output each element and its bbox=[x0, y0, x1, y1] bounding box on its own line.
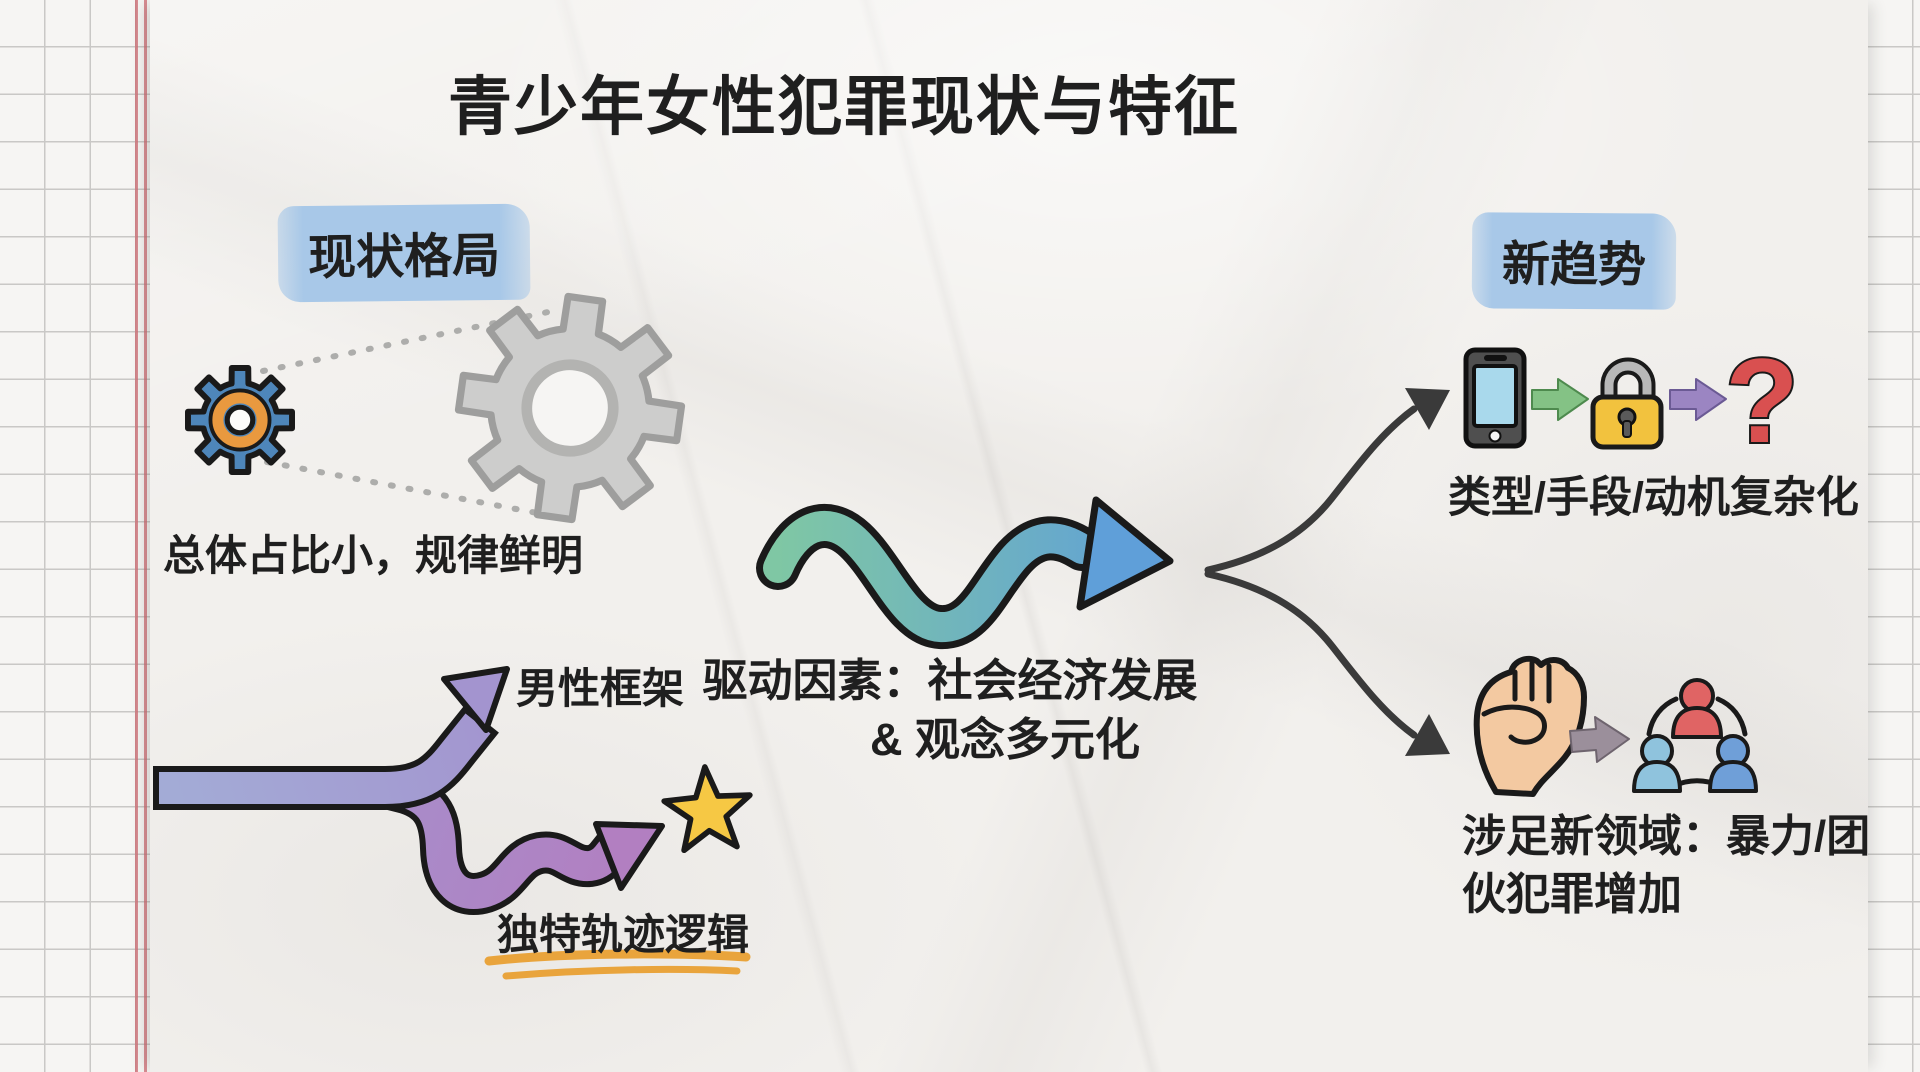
big-gear-icon bbox=[446, 284, 695, 533]
lock-icon bbox=[1590, 357, 1664, 450]
unique-track-label: 独特轨迹逻辑 bbox=[497, 911, 750, 958]
notebook-grid-left-edge bbox=[0, 0, 152, 1072]
trend-new-fields-caption: 涉足新领域：暴力/团 伙犯罪增加 bbox=[1462, 808, 1870, 924]
trend-new-fields-line1: 涉足新领域：暴力/团 bbox=[1462, 812, 1871, 861]
branch-arrow-icon bbox=[153, 666, 665, 915]
small-gear-icon bbox=[188, 368, 292, 472]
star-icon bbox=[661, 764, 753, 854]
notebook-grid-right-edge bbox=[1868, 0, 1920, 1072]
phone-icon bbox=[1463, 347, 1527, 449]
people-group-icon bbox=[1632, 678, 1758, 793]
purple-right-arrow-icon bbox=[1669, 378, 1727, 421]
underline-stroke-icon bbox=[484, 949, 751, 980]
fist-icon bbox=[1473, 655, 1587, 797]
driving-factors-line1: 驱动因素：社会经济发展 bbox=[702, 655, 1198, 706]
page-title: 青少年女性犯罪现状与特征 bbox=[448, 71, 1240, 143]
question-mark-icon: ? bbox=[1725, 334, 1798, 468]
section-header-new-trends: 新趋势 bbox=[1471, 212, 1677, 310]
trend-complexity-caption: 类型/手段/动机复杂化 bbox=[1448, 474, 1859, 522]
gears-caption: 总体占比小，规律鲜明 bbox=[163, 532, 584, 579]
gray-right-arrow-icon bbox=[1569, 716, 1630, 763]
male-frame-label: 男性框架 bbox=[516, 665, 685, 712]
section-header-current-pattern: 现状格局 bbox=[277, 203, 531, 303]
driving-factors-caption: 驱动因素：社会经济发展 & 观念多元化 bbox=[700, 652, 1200, 769]
green-right-arrow-icon bbox=[1531, 378, 1589, 421]
teal-wave-arrow-icon bbox=[756, 496, 1174, 649]
split-connector-icon bbox=[1204, 388, 1450, 756]
zoom-dotted-lines-icon bbox=[260, 308, 556, 519]
trend-new-fields-line2: 伙犯罪增加 bbox=[1462, 870, 1682, 920]
driving-factors-line2: & 观念多元化 bbox=[869, 713, 1140, 765]
